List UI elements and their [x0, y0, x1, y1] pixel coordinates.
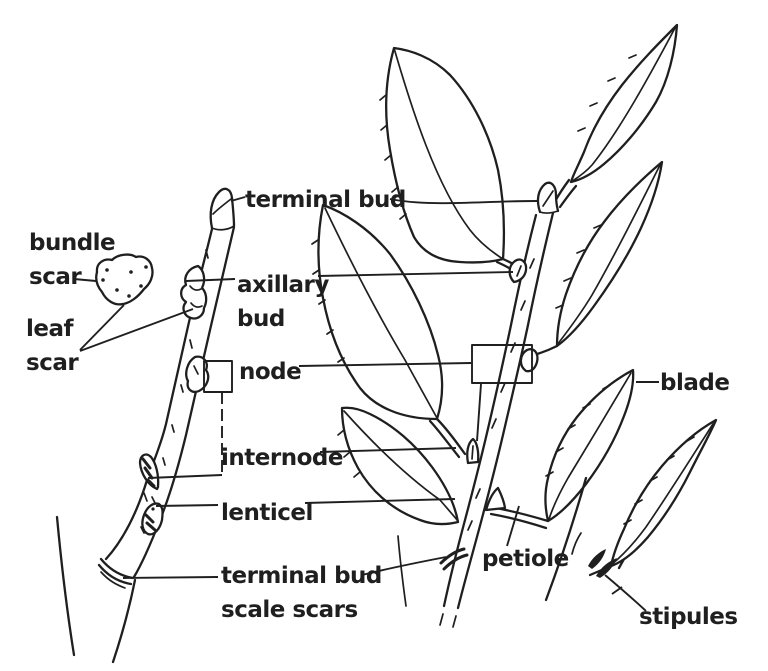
bundle-scar-detail	[95, 253, 154, 306]
label-terminal-bud: terminal bud	[245, 187, 406, 213]
label-bundle-scar: bundle scar	[29, 230, 116, 290]
label-axillary-bud: axillary bud	[237, 272, 329, 332]
stipules-shape	[588, 549, 617, 578]
leaf-scar-leader-to-detail	[79, 304, 125, 351]
lenticel-bud-left	[141, 502, 164, 536]
node-leader	[298, 362, 472, 367]
internode-leader-right	[319, 447, 457, 453]
scale-scar-rings-right	[439, 547, 469, 571]
lower-node-bud-right	[466, 437, 480, 465]
branch-right-edge	[111, 578, 137, 664]
terminal-bud-leader-right	[389, 198, 538, 205]
leafy-twig	[311, 23, 718, 628]
lenticel-leader-left	[155, 504, 219, 507]
node-bracket-left	[203, 360, 233, 393]
leaf-mid-right	[519, 160, 664, 360]
petiole-leader	[506, 505, 520, 547]
terminal-bud-right	[536, 181, 560, 214]
axillary-bud-left	[179, 264, 208, 320]
label-leaf-scar: leaf scar	[26, 316, 79, 376]
bundle-scar-leader	[73, 278, 97, 282]
label-stipules: stipules	[639, 604, 738, 630]
stipules-leader-tick	[611, 586, 623, 595]
label-terminal-bud-scale-scars: terminal bud scale scars	[221, 563, 382, 623]
label-blade: blade	[660, 370, 730, 396]
internode-bracket-tick	[147, 474, 223, 479]
terminal-bud-left	[209, 187, 236, 231]
axillary-bud-leader-right	[317, 271, 514, 277]
label-node: node	[239, 359, 302, 385]
internode-vertical-right	[476, 383, 482, 442]
label-lenticel: lenticel	[221, 500, 313, 526]
scale-scars-leader-left	[122, 576, 219, 579]
lenticel-leader-right	[304, 498, 456, 504]
mid-bud-left	[138, 453, 160, 502]
branch-left-edge	[55, 515, 76, 657]
leaf-upper-right	[552, 23, 679, 209]
label-internode: internode	[221, 445, 343, 471]
petiole-shape	[488, 505, 550, 530]
axillary-bud-leader-left	[185, 278, 236, 282]
leader-lines	[73, 196, 659, 612]
leafy-stem	[439, 211, 555, 628]
node-bud-left	[185, 355, 210, 393]
leaf-lower-left	[337, 406, 460, 526]
node-bud-right	[519, 348, 539, 373]
scale-scars-leader-right	[361, 556, 447, 576]
triangle-bud-right	[484, 486, 507, 512]
node-bracket-right	[471, 344, 533, 384]
leaf-blade	[488, 368, 635, 530]
leaf-upper-left	[379, 46, 528, 276]
stipules-leader	[604, 574, 647, 612]
leaf-scar-leader-to-twig	[79, 308, 194, 352]
terminal-bud-leader-left	[230, 196, 246, 202]
leaf-lower-right	[571, 418, 718, 578]
label-petiole: petiole	[482, 546, 569, 572]
